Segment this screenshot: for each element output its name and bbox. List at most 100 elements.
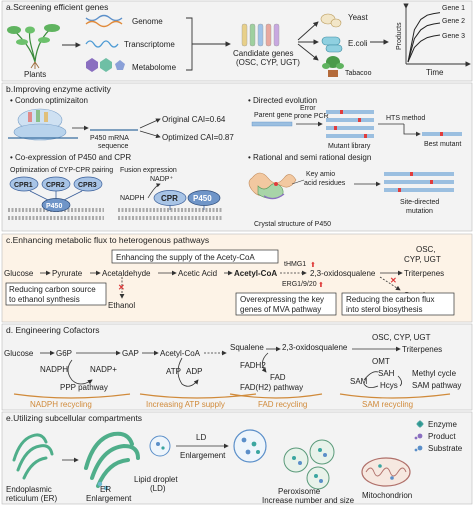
- er-enlarge-label2: Enlargement: [86, 494, 132, 503]
- chart-series-1: [407, 12, 441, 63]
- tobacco-icon: [322, 56, 344, 77]
- panel-e-box: [1, 411, 473, 505]
- nadph-recycling: NADPH recycling: [30, 400, 92, 409]
- sterol-block-icon: ✕: [390, 276, 397, 285]
- acetic-acid-c: Acetic Acid: [178, 269, 217, 278]
- sam-pathway: SAM pathway: [412, 381, 461, 390]
- reduce-flux-box-label2: into sterol biosythesis: [346, 305, 422, 314]
- chart-xlabel: Time: [426, 68, 444, 77]
- arrow-hts: [403, 124, 421, 137]
- chart-gene1-label: Gene 1: [442, 5, 465, 12]
- arrow-nadph: [147, 183, 161, 199]
- cpr3-node: [73, 176, 103, 192]
- mitochondrion-icon: [361, 457, 411, 487]
- sam-recycling: SAM recycling: [362, 400, 413, 409]
- oxidosqualene-d: 2,3-oxidosqualene: [282, 343, 348, 352]
- osc-c2: CYP, UGT: [404, 255, 441, 264]
- enzyme-legend-icon: [416, 420, 424, 428]
- arrow-original: [139, 118, 161, 129]
- squalene-d: Squalene: [230, 343, 264, 352]
- original-cai: Original CAI=0.64: [162, 115, 226, 124]
- overexpress-box: [235, 292, 337, 316]
- mrna-label: P450 mRNA: [90, 135, 129, 142]
- er-label2: reticulum (ER): [6, 494, 57, 503]
- ethanol-c: Ethanol: [108, 301, 135, 310]
- cpr-label: CPR: [161, 194, 178, 203]
- reduce-flux-box: [341, 292, 455, 316]
- crystal-label: Crystal structure of P450: [254, 221, 331, 228]
- ppp-d: PPP pathway: [60, 383, 108, 392]
- adp-d: ADP: [186, 367, 202, 376]
- triterpenes-c: Triterpenes: [404, 269, 444, 278]
- panel-b-box: [1, 82, 473, 232]
- pointer-residues: [291, 179, 305, 185]
- best-mutant-label: Best mutant: [424, 141, 461, 148]
- arrow-to-yeast: [297, 21, 319, 41]
- reduce-flux-box-label: Reducing the carbon flux: [346, 295, 435, 304]
- candidate-genes-label: Candidate genes: [233, 49, 294, 58]
- cpr1-label: CPR1: [14, 182, 33, 189]
- chart-ylabel: Products: [396, 22, 403, 50]
- p450-node-left: [41, 198, 71, 212]
- reduce-box-label2: to ethanol synthesis: [9, 295, 80, 304]
- reduce-box: [5, 282, 107, 306]
- cycle-fad: [261, 352, 269, 373]
- er-enlarged-icon: [84, 431, 140, 491]
- p450-label-left: P450: [46, 203, 62, 210]
- thmg1-label: tHMG1: [284, 261, 306, 268]
- metabolome-icon: [86, 58, 125, 72]
- coexp-title-text: Co-expression of P450 and CPR: [15, 153, 131, 162]
- directed-title: • Directed evolution: [248, 96, 317, 105]
- lipid-label2: (LD): [150, 484, 166, 493]
- panel-b-header: b.Improving enzyme activity: [6, 84, 112, 94]
- link-cpr1: [29, 190, 49, 201]
- glucose-d: Glucose: [4, 349, 34, 358]
- rational-title: • Rational and semi rational design: [248, 153, 371, 162]
- er-enlarge-label: ER: [100, 485, 111, 494]
- arrow-sterol: [379, 276, 401, 291]
- genome-label: Genome: [132, 17, 163, 26]
- fusion-label: Fusion expression: [120, 167, 177, 174]
- dna-icon: [85, 14, 123, 28]
- er-icon: [12, 433, 54, 480]
- methyl-cycle: Methyl cycle: [412, 369, 457, 378]
- product-legend-icon: [414, 433, 423, 440]
- transcript-icon: [85, 40, 119, 48]
- ld-enlarge-label: Enlargement: [180, 451, 226, 460]
- nadp-plus-d: NADP+: [90, 365, 117, 374]
- parent-gene-label: Parent gene: [254, 112, 292, 119]
- ld-label: LD: [196, 433, 206, 442]
- osc-d: OSC, CYP, UGT: [372, 333, 431, 342]
- nadph-label: NADPH: [120, 195, 145, 202]
- mitochondrion-label: Mitochondrion: [362, 491, 412, 500]
- products-chart: [403, 3, 471, 67]
- ecoli-label: E.coli: [348, 39, 368, 48]
- triterpenes-d: Triterpenes: [402, 345, 442, 354]
- site-directed-bars: [384, 172, 454, 192]
- yeast-label: Yeast: [348, 13, 369, 22]
- arc-sam: [339, 393, 451, 399]
- cycle-sam: [363, 371, 402, 388]
- metabolome-label: Metabolome: [132, 63, 177, 72]
- peroxisome-icon: [283, 439, 335, 490]
- candidate-tubes-icon: [241, 23, 280, 47]
- erg-label: ERG1/9/20: [282, 281, 317, 288]
- panel-c-header: c.Enhancing metabolic flux to heterogeno…: [6, 235, 209, 245]
- ld-enlarged-icon: [233, 429, 267, 463]
- erg-up-icon: ⬆: [318, 281, 324, 289]
- arc-nadph: [13, 393, 131, 399]
- site-directed-label2: mutation: [406, 208, 433, 215]
- tobacco-label: Tabacoo: [345, 70, 372, 77]
- panel-d-header: d. Engineering Cofactors: [6, 325, 100, 335]
- nadph-d: NADPH: [40, 365, 68, 374]
- chart-series-2: [407, 22, 441, 63]
- protein-structure-icon: [248, 172, 297, 200]
- fadh2-d: FADH2: [240, 361, 266, 370]
- codon-title-text: Condon optimizaiton: [15, 96, 88, 105]
- overexpress-box-label2: genes of MVA pathway: [240, 305, 321, 314]
- oxidosqualene-c: 2,3-oxidosqualene: [310, 269, 376, 278]
- legend: Enzyme Product Substrate: [414, 420, 463, 453]
- cpr2-label: CPR2: [46, 182, 65, 189]
- yeast-icon: [320, 13, 342, 28]
- enhance-box-label: Enhancing the supply of the Acety-CoA: [116, 253, 255, 262]
